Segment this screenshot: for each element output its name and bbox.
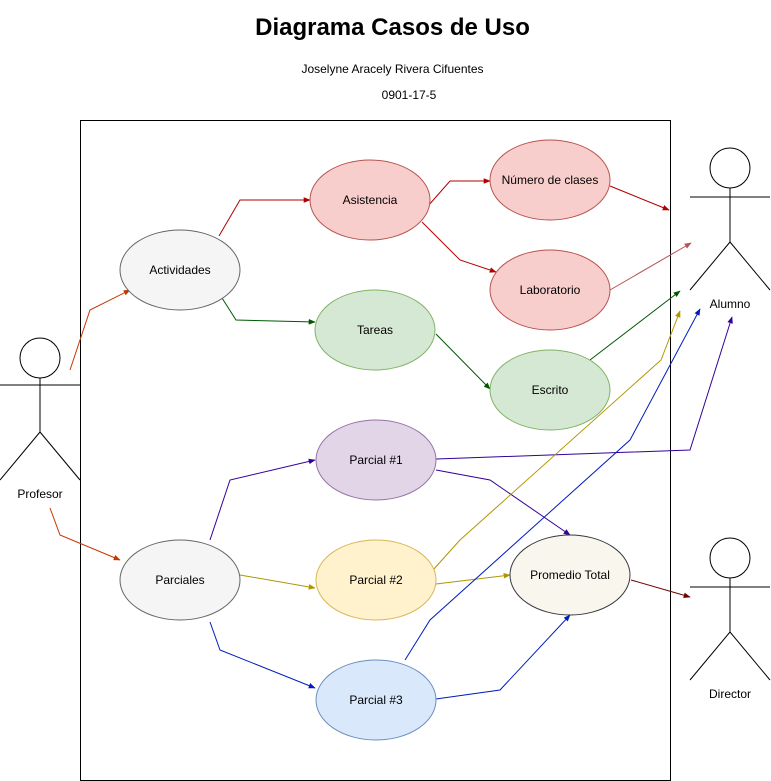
edge-actividades-tareas: [221, 297, 316, 325]
edge-parcial1-promedio: [435, 469, 571, 536]
use-case-asistencia[interactable]: Asistencia: [309, 159, 431, 241]
edge-escrito-alumno: [589, 290, 681, 361]
actor-profesor[interactable]: [0, 337, 81, 481]
use-case-actividades[interactable]: Actividades: [119, 229, 241, 311]
use-case-label: Tareas: [357, 323, 393, 337]
edge-actividades-asistencia: [218, 197, 311, 237]
student-code: 0901-17-5: [381, 88, 437, 102]
edge-parcial2-alumno: [432, 310, 681, 571]
edge-profesor-actividades: [69, 289, 131, 371]
use-case-label: Número de clases: [502, 173, 599, 187]
edge-laboratorio-alumno: [609, 242, 692, 291]
actor-director[interactable]: [689, 537, 771, 681]
actor-alumno[interactable]: [689, 147, 771, 291]
edge-parcial3-promedio: [435, 614, 571, 700]
use-case-promedio-total[interactable]: Promedio Total: [509, 534, 631, 616]
edge-numero-alumno: [609, 185, 670, 211]
use-case-laboratorio[interactable]: Laboratorio: [489, 249, 611, 331]
actor-alumno-label: Alumno: [710, 297, 751, 311]
edge-parciales-parcial1: [209, 458, 316, 541]
use-case-label: Parcial #2: [349, 573, 403, 587]
use-case-label: Escrito: [532, 383, 569, 397]
use-case-label: Asistencia: [343, 193, 398, 207]
edge-asistencia-numero: [427, 178, 491, 207]
edge-parciales-parcial2: [239, 574, 316, 590]
use-case-parcial-3[interactable]: Parcial #3: [315, 659, 437, 741]
edge-parcial3-alumno: [404, 308, 701, 661]
actor-director-label: Director: [709, 687, 751, 701]
use-case-label: Parciales: [155, 573, 204, 587]
edge-parcial1-alumno: [435, 316, 733, 460]
use-case-escrito[interactable]: Escrito: [489, 349, 611, 431]
edge-profesor-parciales: [49, 507, 121, 561]
use-case-label: Promedio Total: [530, 568, 610, 582]
use-case-label: Actividades: [149, 263, 210, 277]
use-case-label: Parcial #1: [349, 453, 403, 467]
use-case-tareas[interactable]: Tareas: [314, 289, 436, 371]
use-case-label: Laboratorio: [520, 283, 581, 297]
edge-asistencia-laboratorio: [421, 221, 497, 273]
actor-profesor-label: Profesor: [17, 487, 62, 501]
use-case-parcial-1[interactable]: Parcial #1: [315, 419, 437, 501]
diagram-title: Diagrama Casos de Uso: [255, 14, 530, 41]
edge-promedio-director: [630, 579, 691, 598]
author-name: Joselyne Aracely Rivera Cifuentes: [301, 62, 484, 76]
use-case-label: Parcial #3: [349, 693, 403, 707]
use-case-parciales[interactable]: Parciales: [119, 539, 241, 621]
edge-parcial2-promedio: [435, 572, 511, 585]
edge-tareas-escrito: [435, 333, 491, 390]
edge-parciales-parcial3: [209, 621, 316, 689]
use-case-numero-de-clases[interactable]: Número de clases: [489, 139, 611, 221]
use-case-parcial-2[interactable]: Parcial #2: [315, 539, 437, 621]
